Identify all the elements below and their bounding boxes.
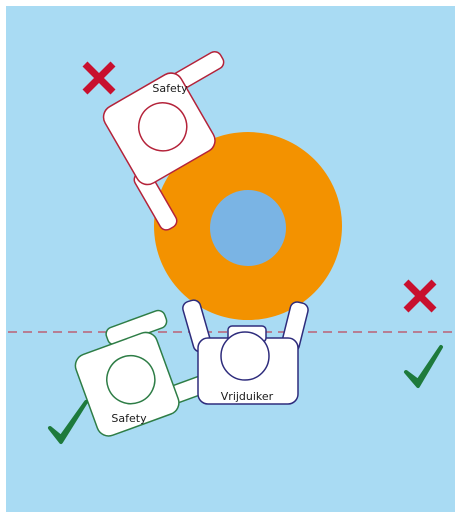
safety-figure-top [102,50,225,231]
safety-bottom-label: Safety [111,412,147,425]
buoy [154,132,342,320]
buoy-hole [210,190,286,266]
diver-label: Vrijduiker [221,390,274,403]
safety-top-head [137,102,188,152]
cross-icon [403,279,437,313]
safety-bottom-head [106,354,156,405]
safety-figure-bottom [74,309,216,437]
diver-figure [182,299,309,405]
diver-head [220,331,270,381]
cross-icon [82,61,116,95]
safety-top-label: Safety [152,82,188,95]
check-icon [404,345,443,388]
check-icon [48,400,88,444]
